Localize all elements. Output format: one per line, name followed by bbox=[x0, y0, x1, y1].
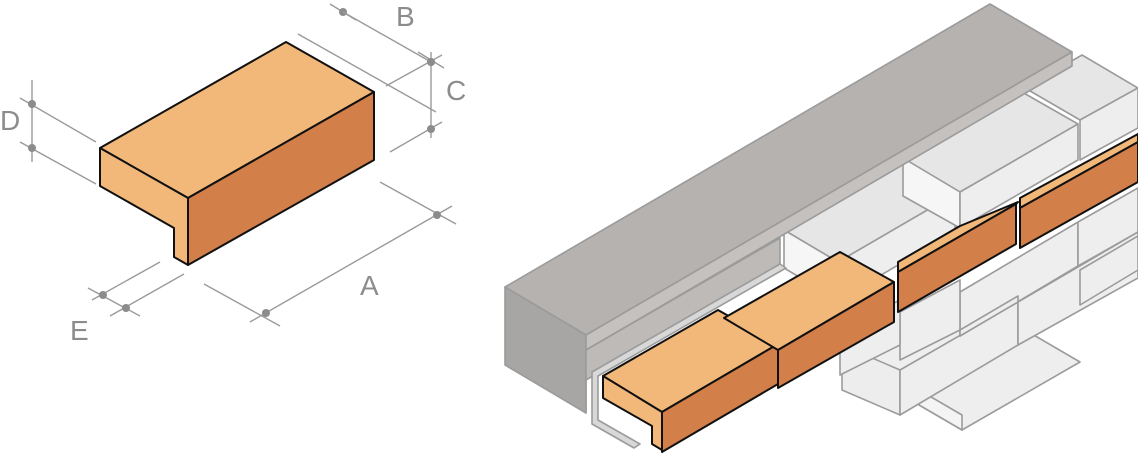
slip-brick-course bbox=[602, 133, 1138, 453]
steel-angle bbox=[591, 263, 787, 449]
installation-view bbox=[504, 3, 1138, 453]
label-a: A bbox=[360, 270, 379, 301]
label-e: E bbox=[70, 315, 89, 346]
concrete-beam bbox=[504, 3, 1073, 414]
label-d: D bbox=[0, 105, 20, 136]
label-c: C bbox=[446, 75, 466, 106]
label-b: B bbox=[396, 1, 415, 32]
dimension-lines bbox=[19, 3, 457, 327]
dimension-labels: B C D A E bbox=[0, 1, 466, 346]
dimensioned-brick bbox=[99, 41, 375, 266]
brick-side-face bbox=[187, 91, 375, 266]
